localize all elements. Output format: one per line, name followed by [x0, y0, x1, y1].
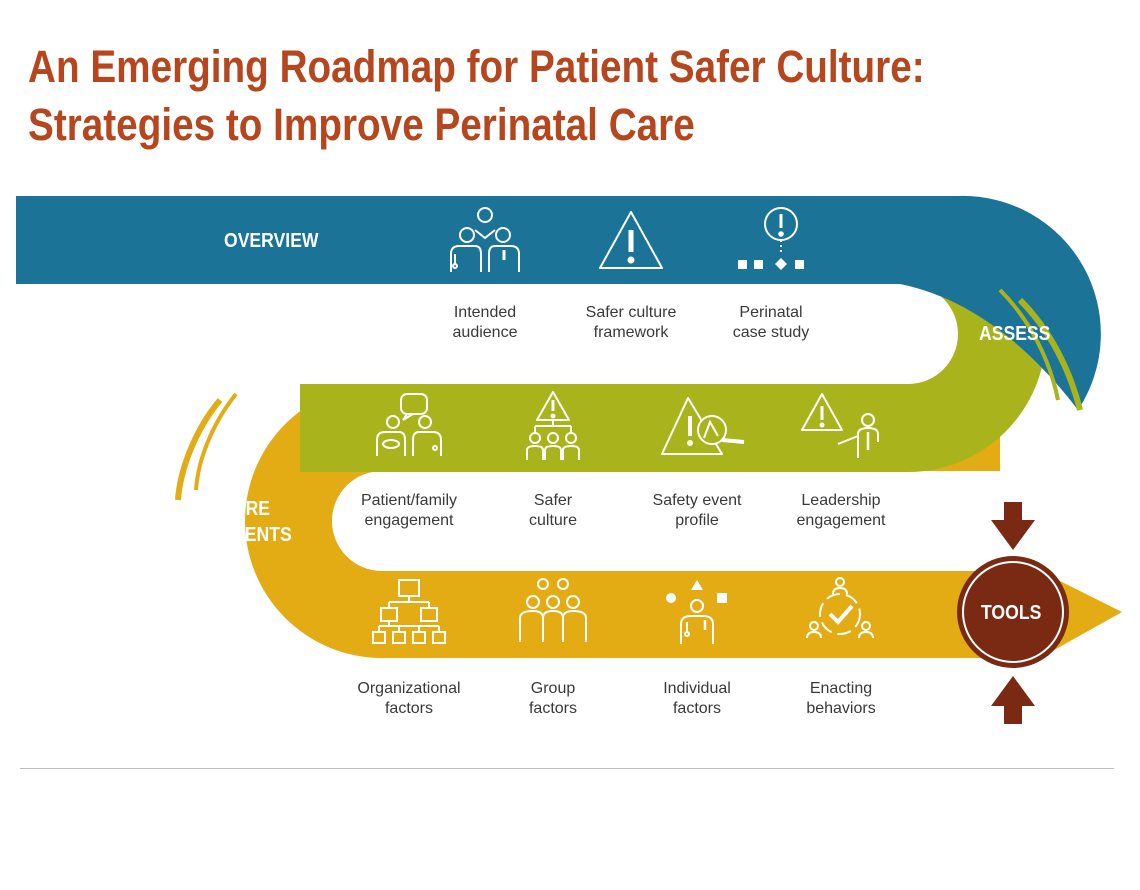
caption-line-2: factors	[384, 700, 433, 717]
patient-family-icon	[376, 393, 442, 456]
assess-swoosh	[1017, 297, 1083, 411]
caption-intended-audience: Intended audience	[410, 303, 560, 343]
caption-line-2: culture	[528, 512, 578, 529]
down-arrow-icon	[991, 502, 1035, 550]
caption-line-1: Safety event	[652, 492, 742, 509]
caption-line-1: Perinatal	[739, 304, 803, 321]
caption-group-factors: Group factors	[478, 679, 628, 719]
culture-swoosh	[175, 398, 223, 501]
caption-line-1: Enacting	[809, 680, 873, 697]
assess-label: ASSESS	[979, 323, 1051, 345]
title-line-2: Strategies to Improve Perinatal Care	[28, 99, 695, 150]
caption-line-2: audience	[452, 324, 518, 341]
page-title: An Emerging Roadmap for Patient Safer Cu…	[28, 38, 925, 154]
caption-line-2: engagement	[796, 512, 886, 529]
leader-presenting-icon	[801, 393, 879, 458]
overview-label: OVERVIEW	[224, 230, 319, 252]
warning-triangle-icon	[599, 211, 663, 269]
safer-culture-icon	[526, 391, 580, 460]
caption-safer-culture-framework: Safer culture framework	[556, 303, 706, 343]
culture-label-line-1: CULTURE	[187, 498, 271, 520]
caption-perinatal-case-study: Perinatal case study	[696, 303, 846, 343]
group-icon	[519, 578, 587, 642]
org-chart-icon	[372, 579, 446, 644]
alert-flow-icon	[738, 207, 804, 270]
individual-icon	[666, 580, 727, 644]
caption-patient-family-engagement: Patient/family engagement	[334, 491, 484, 531]
bottom-divider	[20, 768, 1114, 769]
assess-swoosh-2	[998, 288, 1060, 401]
check-circle-people-icon	[806, 577, 874, 639]
caption-safer-culture: Safer culture	[478, 491, 628, 531]
culture-label-line-2: COMPONENTS	[165, 524, 292, 546]
tools-white-ring	[962, 561, 1064, 663]
caption-line-1: Group	[530, 680, 576, 697]
caption-line-2: engagement	[364, 512, 454, 529]
caption-line-2: factors	[528, 700, 577, 717]
magnify-warning-icon	[661, 397, 745, 455]
tools-label: TOOLS	[981, 602, 1042, 624]
caption-line-1: Individual	[663, 680, 731, 697]
caption-line-1: Safer	[533, 492, 573, 509]
caption-line-2: factors	[672, 700, 721, 717]
caption-line-2: profile	[675, 512, 719, 529]
caption-organizational-factors: Organizational factors	[334, 679, 484, 719]
tools-outer-ring	[957, 556, 1069, 668]
culture-components-label: CULTURE COMPONENTS	[160, 496, 297, 548]
caption-line-2: case study	[732, 324, 810, 341]
caption-individual-factors: Individual factors	[622, 679, 772, 719]
caption-line-2: framework	[593, 324, 669, 341]
caption-line-2: behaviors	[806, 700, 876, 717]
people-group-icon	[450, 207, 520, 272]
caption-line-1: Patient/family	[360, 492, 458, 509]
culture-swoosh-2	[194, 392, 238, 491]
caption-line-1: Intended	[453, 304, 517, 321]
overview-band	[16, 195, 1101, 410]
caption-leadership-engagement: Leadership engagement	[766, 491, 916, 531]
title-line-1: An Emerging Roadmap for Patient Safer Cu…	[28, 41, 925, 92]
caption-line-1: Safer culture	[585, 304, 677, 321]
up-arrow-icon	[991, 676, 1035, 724]
caption-line-1: Organizational	[357, 680, 461, 697]
caption-enacting-behaviors: Enacting behaviors	[766, 679, 916, 719]
caption-line-1: Leadership	[801, 492, 881, 509]
caption-safety-event-profile: Safety event profile	[622, 491, 772, 531]
